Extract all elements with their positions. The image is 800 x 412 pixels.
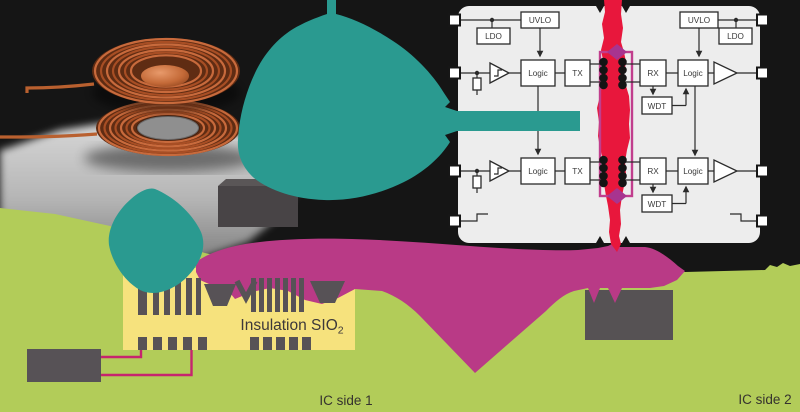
uvlo-box-side2 xyxy=(679,11,719,29)
ldo-box-side2 xyxy=(718,27,753,45)
ldo-label: LDO xyxy=(727,32,744,41)
output-buffer-icon xyxy=(713,158,739,184)
ldo-box-side1 xyxy=(476,27,511,45)
output-buffer-icon xyxy=(713,60,739,86)
bond-pads xyxy=(138,337,311,350)
bottom-coil-lead xyxy=(0,132,98,139)
insulation-label: Insulation SIO2 xyxy=(240,317,343,337)
tx-label: TX xyxy=(572,69,583,78)
ground-icon xyxy=(730,213,756,222)
metal-comb-structures xyxy=(138,278,345,315)
ic-side-2-label: IC side 2 xyxy=(738,392,791,407)
coil-center-disc xyxy=(141,65,189,87)
ground-icon xyxy=(461,213,488,222)
logic-box-side2-ch2 xyxy=(677,157,709,185)
logic-label: Logic xyxy=(528,69,548,78)
ldo-label: LDO xyxy=(485,32,502,41)
transformer-icon-ch1 xyxy=(599,57,627,90)
wdt-label: WDT xyxy=(648,200,667,209)
pcb-trace-2 xyxy=(101,350,193,377)
component-block-side1 xyxy=(27,349,101,382)
rx-box-ch1 xyxy=(639,59,667,87)
wdt-box-ch2 xyxy=(641,194,673,213)
block-diagram: LDO UVLO Logic TX Logic TX RX WDT Logic … xyxy=(448,0,769,252)
top-coil xyxy=(25,37,240,113)
substrate-green xyxy=(0,208,800,412)
tx-box-ch1 xyxy=(564,59,591,87)
resistor-icon xyxy=(472,77,482,91)
resistor-icon xyxy=(472,175,482,189)
uvlo-label: UVLO xyxy=(529,16,551,25)
teal-callout-insulation xyxy=(108,188,204,293)
logic-label: Logic xyxy=(683,167,703,176)
top-coil-lead xyxy=(25,82,95,93)
logic-box-side1-ch2 xyxy=(520,157,556,185)
rx-label: RX xyxy=(647,167,659,176)
tx-box-ch2 xyxy=(564,157,591,185)
rx-box-ch2 xyxy=(639,157,667,185)
pcb-trace-1 xyxy=(101,350,143,359)
isolation-diamond-bottom xyxy=(607,188,627,204)
wdt-label: WDT xyxy=(648,102,667,111)
rx-label: RX xyxy=(647,69,659,78)
uvlo-box-side1 xyxy=(520,11,560,29)
magenta-callout xyxy=(196,238,685,373)
logic-label: Logic xyxy=(528,167,548,176)
schmitt-buffer-icon xyxy=(489,61,511,85)
coil-illustration xyxy=(0,37,256,172)
teal-callout-coil xyxy=(237,0,580,201)
logic-box-side2-ch1 xyxy=(677,59,709,87)
wdt-box-ch1 xyxy=(641,96,673,115)
ic-side-1-label: IC side 1 xyxy=(319,393,372,408)
tx-label: TX xyxy=(572,167,583,176)
isolation-diamond-top xyxy=(607,44,627,60)
logic-box-side1-ch1 xyxy=(520,59,556,87)
diagram-pins xyxy=(448,13,769,228)
schmitt-buffer-icon xyxy=(489,159,511,183)
logic-label: Logic xyxy=(683,69,703,78)
uvlo-label: UVLO xyxy=(688,16,710,25)
die-side2 xyxy=(585,290,673,340)
transformer-icon-ch2 xyxy=(599,155,627,188)
